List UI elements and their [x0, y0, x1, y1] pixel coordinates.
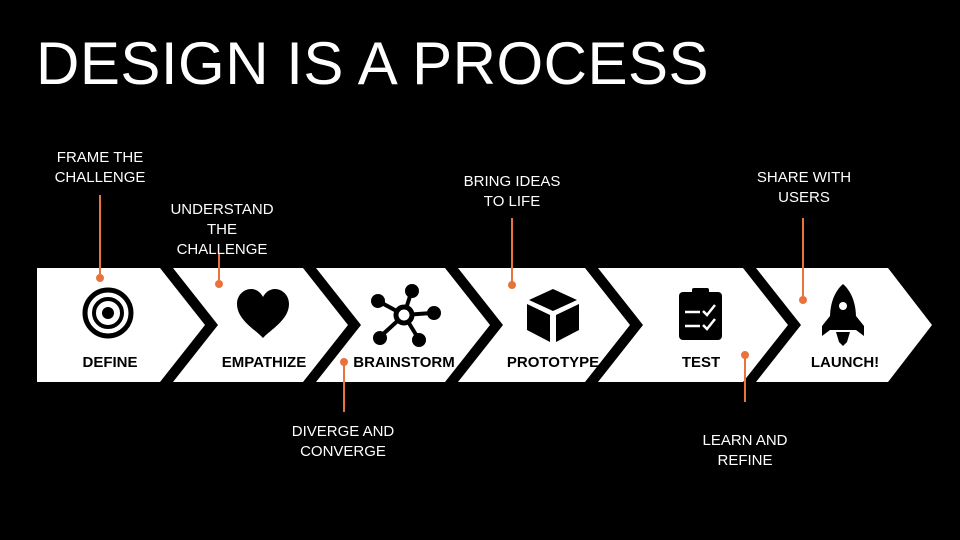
step-label-prototype: PROTOTYPE — [507, 354, 599, 371]
callout-frame: FRAME THE CHALLENGE — [50, 148, 150, 188]
callout-learn-text: LEARN AND REFINE — [702, 432, 788, 469]
callout-understand-text: UNDERSTAND THE CHALLENGE — [170, 201, 274, 258]
target-icon — [82, 287, 134, 339]
step-label-test: TEST — [682, 354, 720, 371]
process-band — [37, 268, 932, 382]
heart-icon — [237, 289, 289, 338]
callout-frame-text: FRAME THE CHALLENGE — [54, 149, 146, 186]
connector-dot-understand — [215, 280, 223, 288]
cube-icon — [527, 289, 579, 342]
step-label-launch: LAUNCH! — [811, 354, 879, 371]
callout-bring: BRING IDEAS TO LIFE — [452, 172, 572, 212]
step-label-define: DEFINE — [82, 354, 137, 371]
connector-dot-bring — [508, 281, 516, 289]
connector-dot-share — [799, 296, 807, 304]
connector-dot-learn — [741, 351, 749, 359]
callout-diverge: DIVERGE AND CONVERGE — [278, 422, 408, 462]
callout-understand: UNDERSTAND THE CHALLENGE — [162, 200, 282, 260]
rocket-icon — [822, 284, 864, 346]
callout-learn: LEARN AND REFINE — [680, 431, 810, 471]
callout-bring-text: BRING IDEAS TO LIFE — [463, 173, 561, 210]
connector-lines — [96, 195, 807, 412]
callout-share-text: SHARE WITH USERS — [756, 169, 852, 206]
step-label-empathize: EMPATHIZE — [222, 354, 306, 371]
clipboard-check-icon — [679, 288, 722, 340]
page-title: DESIGN IS A PROCESS — [36, 30, 710, 97]
band-segment-define — [37, 268, 205, 382]
step-label-brainstorm: BRAINSTORM — [353, 354, 454, 371]
network-icon — [371, 284, 441, 347]
callout-share: SHARE WITH USERS — [744, 168, 864, 208]
connector-dot-frame — [96, 274, 104, 282]
connector-dot-diverge — [340, 358, 348, 366]
callout-diverge-text: DIVERGE AND CONVERGE — [291, 423, 395, 460]
